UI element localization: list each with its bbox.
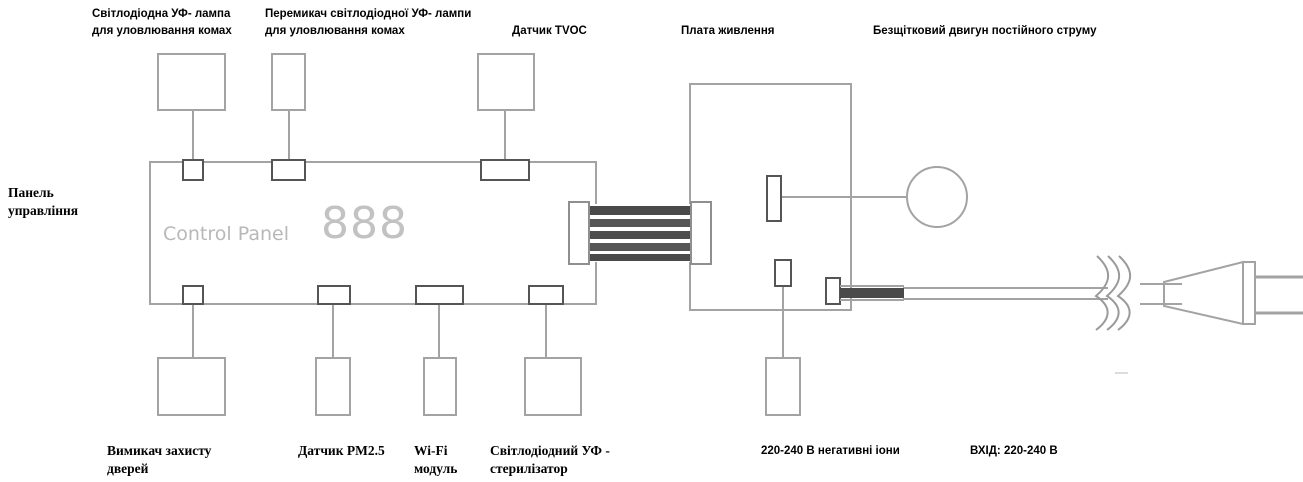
power-cable-segment xyxy=(840,288,904,298)
label-negative-ions: 220-240 В негативні іони xyxy=(761,445,900,457)
panel-display: 888 xyxy=(321,198,408,249)
connector xyxy=(271,159,306,181)
connector xyxy=(480,159,530,181)
ribbon-connector-left xyxy=(568,201,590,265)
label-input: ВХІД: 220-240 В xyxy=(970,445,1058,457)
connector xyxy=(182,285,204,305)
cable-break-mark xyxy=(1094,255,1132,331)
uv-sterilizer-box xyxy=(524,357,582,416)
connector xyxy=(415,285,464,305)
label-wifi-module: Wi-Fi модуль xyxy=(414,443,458,476)
ribbon-connector-right xyxy=(690,201,712,265)
power-plug xyxy=(1163,260,1244,326)
label-pm25-sensor: Датчик PM2.5 xyxy=(298,443,385,458)
connector xyxy=(774,259,792,287)
label-uv-sterilizer: Світлодіодний УФ - стерилізатор xyxy=(490,443,610,476)
ribbon-cable xyxy=(590,204,690,262)
plug-face xyxy=(1242,261,1256,325)
connector xyxy=(317,285,351,305)
connector xyxy=(825,277,841,305)
connector xyxy=(528,285,564,305)
wifi-module-box xyxy=(423,357,457,416)
neg-ion-box xyxy=(765,357,801,416)
dc-motor xyxy=(906,166,968,228)
door-switch-box xyxy=(157,357,226,416)
pm25-sensor-box xyxy=(315,357,351,416)
tvoc-sensor-box xyxy=(477,53,535,111)
connector xyxy=(766,175,782,222)
control-panel-title: Control Panel xyxy=(163,223,289,245)
uv-lamp-box xyxy=(157,53,226,111)
uv-lamp-switch-box xyxy=(271,53,306,111)
label-tvoc-sensor: Датчик TVOC xyxy=(512,25,587,37)
label-control-panel: Панель управління xyxy=(8,185,79,218)
label-uv-lamp: Світлодіодна УФ- лампа для уловлювання к… xyxy=(92,8,232,37)
label-door-switch: Вимикач захисту дверей xyxy=(107,443,212,476)
connector xyxy=(182,159,204,181)
label-power-board: Плата живлення xyxy=(681,25,775,37)
label-uv-lamp-switch: Перемикач світлодіодної УФ- лампи для ул… xyxy=(265,8,472,37)
label-dc-motor: Безщітковий двигун постійного струму xyxy=(873,25,1097,37)
